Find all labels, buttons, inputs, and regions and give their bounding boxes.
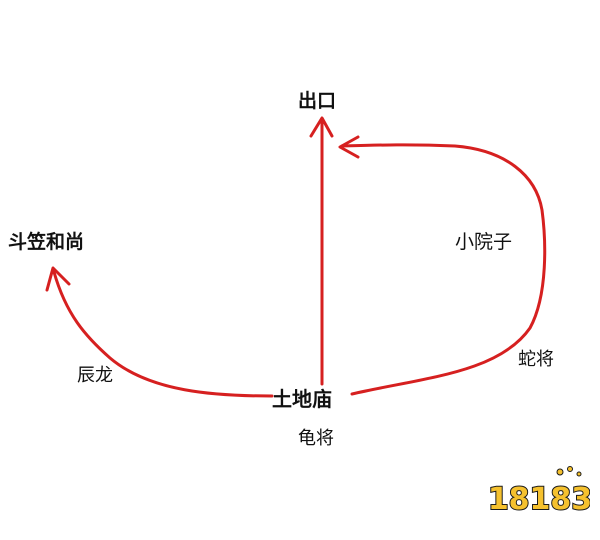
edge-shejiang-label: 蛇将 (518, 349, 554, 370)
arrowhead-courtyard-exit (338, 135, 360, 159)
node-temple-label: 土地庙 (272, 387, 332, 411)
logo-18183-text: 18183 (490, 482, 590, 517)
arrowhead-exit (309, 116, 334, 138)
edge-guijiang-label: 龟将 (298, 428, 334, 449)
logo-18183: 18183 (490, 466, 590, 518)
route-temple-to-monk (52, 270, 274, 398)
edge-chenlong-label: 辰龙 (77, 365, 113, 386)
arrowhead-monk (45, 266, 71, 292)
node-monk-label: 斗笠和尚 (8, 231, 85, 253)
route-temple-to-courtyard-to-exit (340, 143, 547, 396)
node-exit-label: 出口 (298, 90, 337, 112)
node-courtyard-label: 小院子 (455, 231, 513, 253)
